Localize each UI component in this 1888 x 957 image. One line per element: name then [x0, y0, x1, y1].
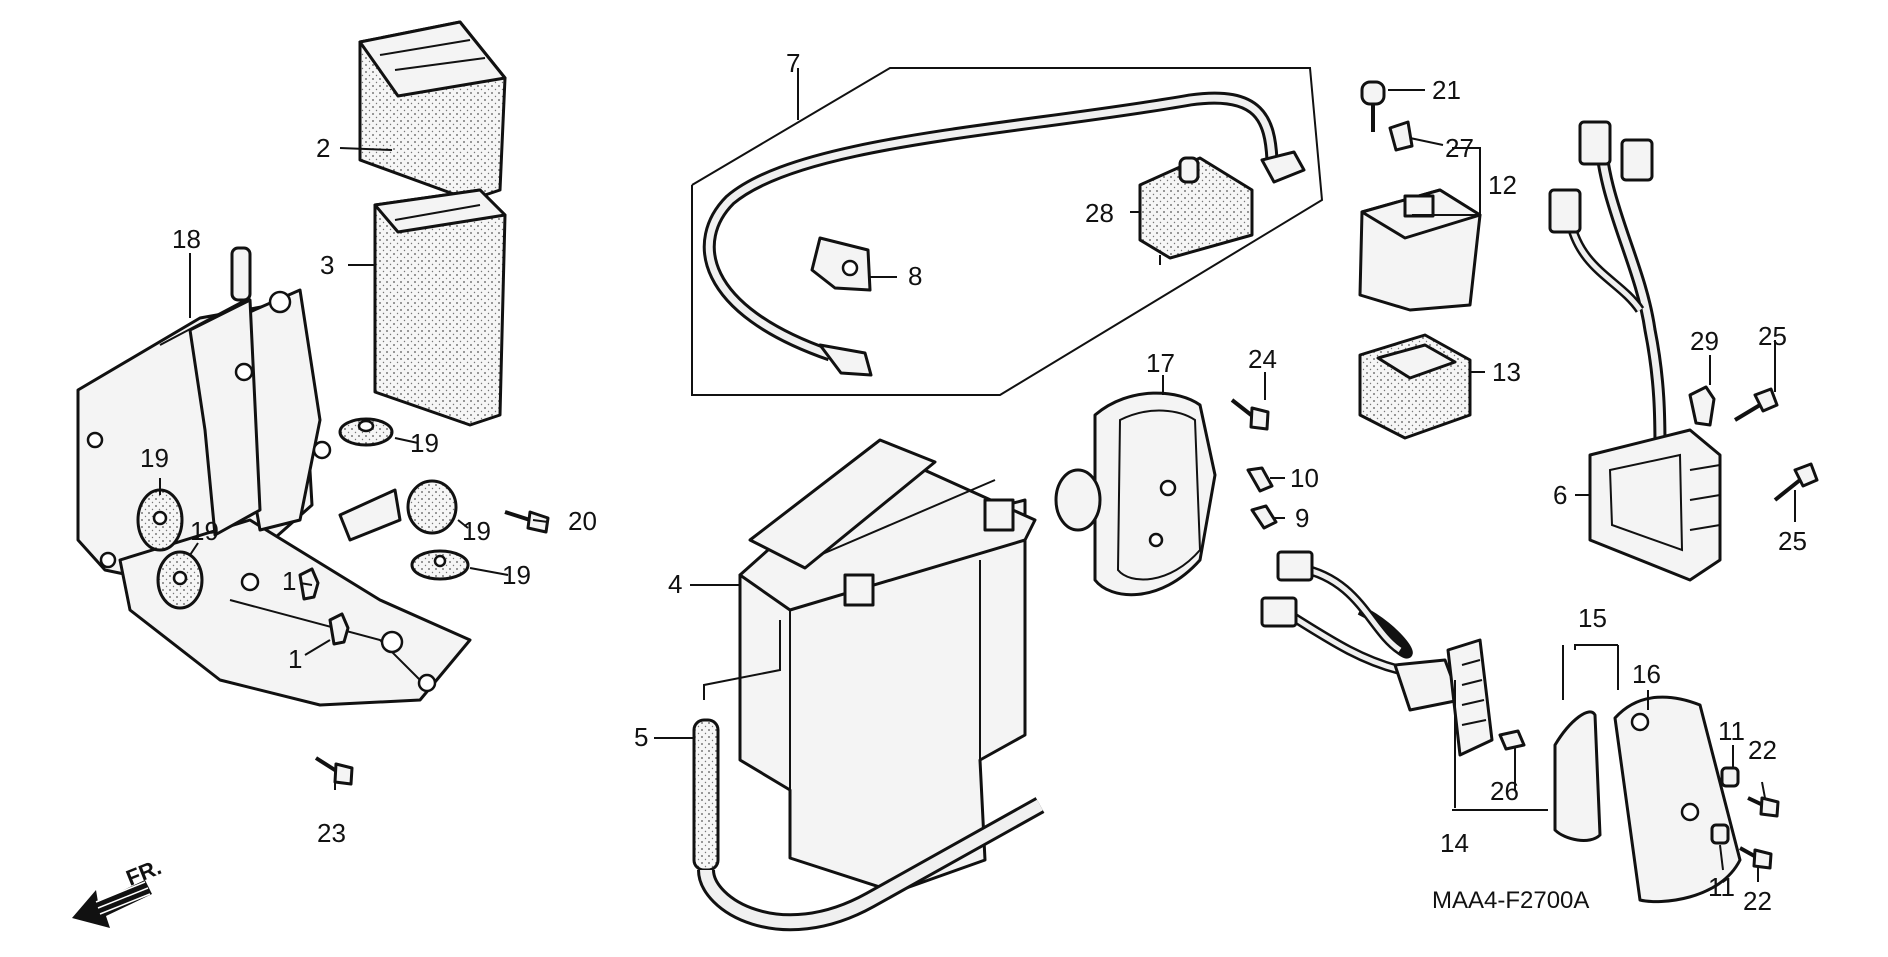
- callout-19-middle: 19: [462, 516, 491, 546]
- callout-5: 5: [634, 722, 648, 752]
- battery[interactable]: [738, 438, 1037, 894]
- bolt-22-upper[interactable]: [1747, 796, 1780, 818]
- fuse-10[interactable]: [1246, 466, 1274, 493]
- bolt-22-lower[interactable]: [1739, 846, 1773, 870]
- clip-29[interactable]: [1688, 385, 1716, 427]
- callout-23: 23: [317, 818, 346, 848]
- callout-19-left: 19: [140, 443, 169, 473]
- relay-28[interactable]: [1138, 156, 1254, 265]
- callout-20: 20: [568, 506, 597, 536]
- collar-11-upper[interactable]: [1720, 766, 1740, 788]
- callout-4: 4: [668, 569, 682, 599]
- leader-lines: [159, 68, 1796, 882]
- bolt-25-lower[interactable]: [1773, 462, 1819, 502]
- callout-3: 3: [320, 250, 334, 280]
- bolt-23[interactable]: [314, 756, 354, 786]
- callout-17: 17: [1146, 348, 1175, 378]
- callout-1-upper: 1: [282, 566, 296, 596]
- fuse-9[interactable]: [1250, 504, 1278, 530]
- callout-16: 16: [1632, 659, 1661, 689]
- callout-21: 21: [1432, 75, 1461, 105]
- callout-29: 29: [1690, 326, 1719, 356]
- callout-27: 27: [1445, 133, 1474, 163]
- bolt-20[interactable]: [504, 510, 550, 534]
- fuse-box[interactable]: [1054, 391, 1217, 597]
- callout-1-lower: 1: [288, 644, 302, 674]
- callout-14: 14: [1440, 828, 1469, 858]
- bolt-25-upper[interactable]: [1733, 387, 1779, 422]
- callout-11-upper: 11: [1718, 716, 1745, 746]
- callout-6: 6: [1553, 480, 1567, 510]
- battery-vent-tube[interactable]: [692, 718, 1045, 932]
- bolt-24[interactable]: [1230, 398, 1270, 431]
- callout-18: 18: [172, 224, 201, 254]
- fuse-27[interactable]: [1388, 120, 1414, 152]
- terminal-8[interactable]: [810, 236, 872, 292]
- battery-cable[interactable]: [702, 91, 1306, 377]
- control-unit[interactable]: [373, 188, 507, 427]
- regulator-rectifier[interactable]: [1548, 120, 1722, 582]
- callout-22-lower: 22: [1743, 886, 1772, 916]
- wire-harness[interactable]: [1260, 550, 1494, 757]
- callout-9: 9: [1295, 503, 1309, 533]
- callout-2: 2: [316, 133, 330, 163]
- callout-19-top: 19: [410, 428, 439, 458]
- fuse-box-cover[interactable]: [358, 20, 507, 202]
- side-cover[interactable]: [1613, 695, 1742, 904]
- callout-10: 10: [1290, 463, 1319, 493]
- battery-box-bracket[interactable]: [76, 246, 472, 707]
- side-cover-gasket[interactable]: [1553, 710, 1602, 842]
- callout-28: 28: [1085, 198, 1114, 228]
- callout-11-lower: 11: [1708, 872, 1735, 902]
- callout-8: 8: [908, 261, 922, 291]
- callout-7: 7: [786, 48, 800, 78]
- collar-11-lower[interactable]: [1710, 823, 1730, 845]
- callout-19-bottom: 19: [502, 560, 531, 590]
- callout-25-lower: 25: [1778, 526, 1807, 556]
- callout-19-lower-left: 19: [190, 516, 219, 546]
- callout-25-upper: 25: [1758, 321, 1787, 351]
- callout-22-upper: 22: [1748, 735, 1777, 765]
- front-indicator-label: FR.: [123, 854, 165, 890]
- relay-cover[interactable]: [1358, 333, 1472, 440]
- callout-12: 12: [1488, 170, 1517, 200]
- diagram-code: MAA4-F2700A: [1432, 887, 1589, 914]
- callout-26: 26: [1490, 776, 1519, 806]
- callout-15: 15: [1578, 603, 1607, 633]
- front-arrow-icon: [72, 880, 152, 928]
- starter-relay[interactable]: [1358, 188, 1482, 312]
- bolt-21[interactable]: [1360, 80, 1386, 132]
- fuse-26[interactable]: [1498, 729, 1526, 751]
- callout-13: 13: [1492, 357, 1521, 387]
- cable-set-outline: [691, 67, 1324, 396]
- callout-24: 24: [1248, 344, 1277, 374]
- rubber-grommets[interactable]: [136, 417, 470, 610]
